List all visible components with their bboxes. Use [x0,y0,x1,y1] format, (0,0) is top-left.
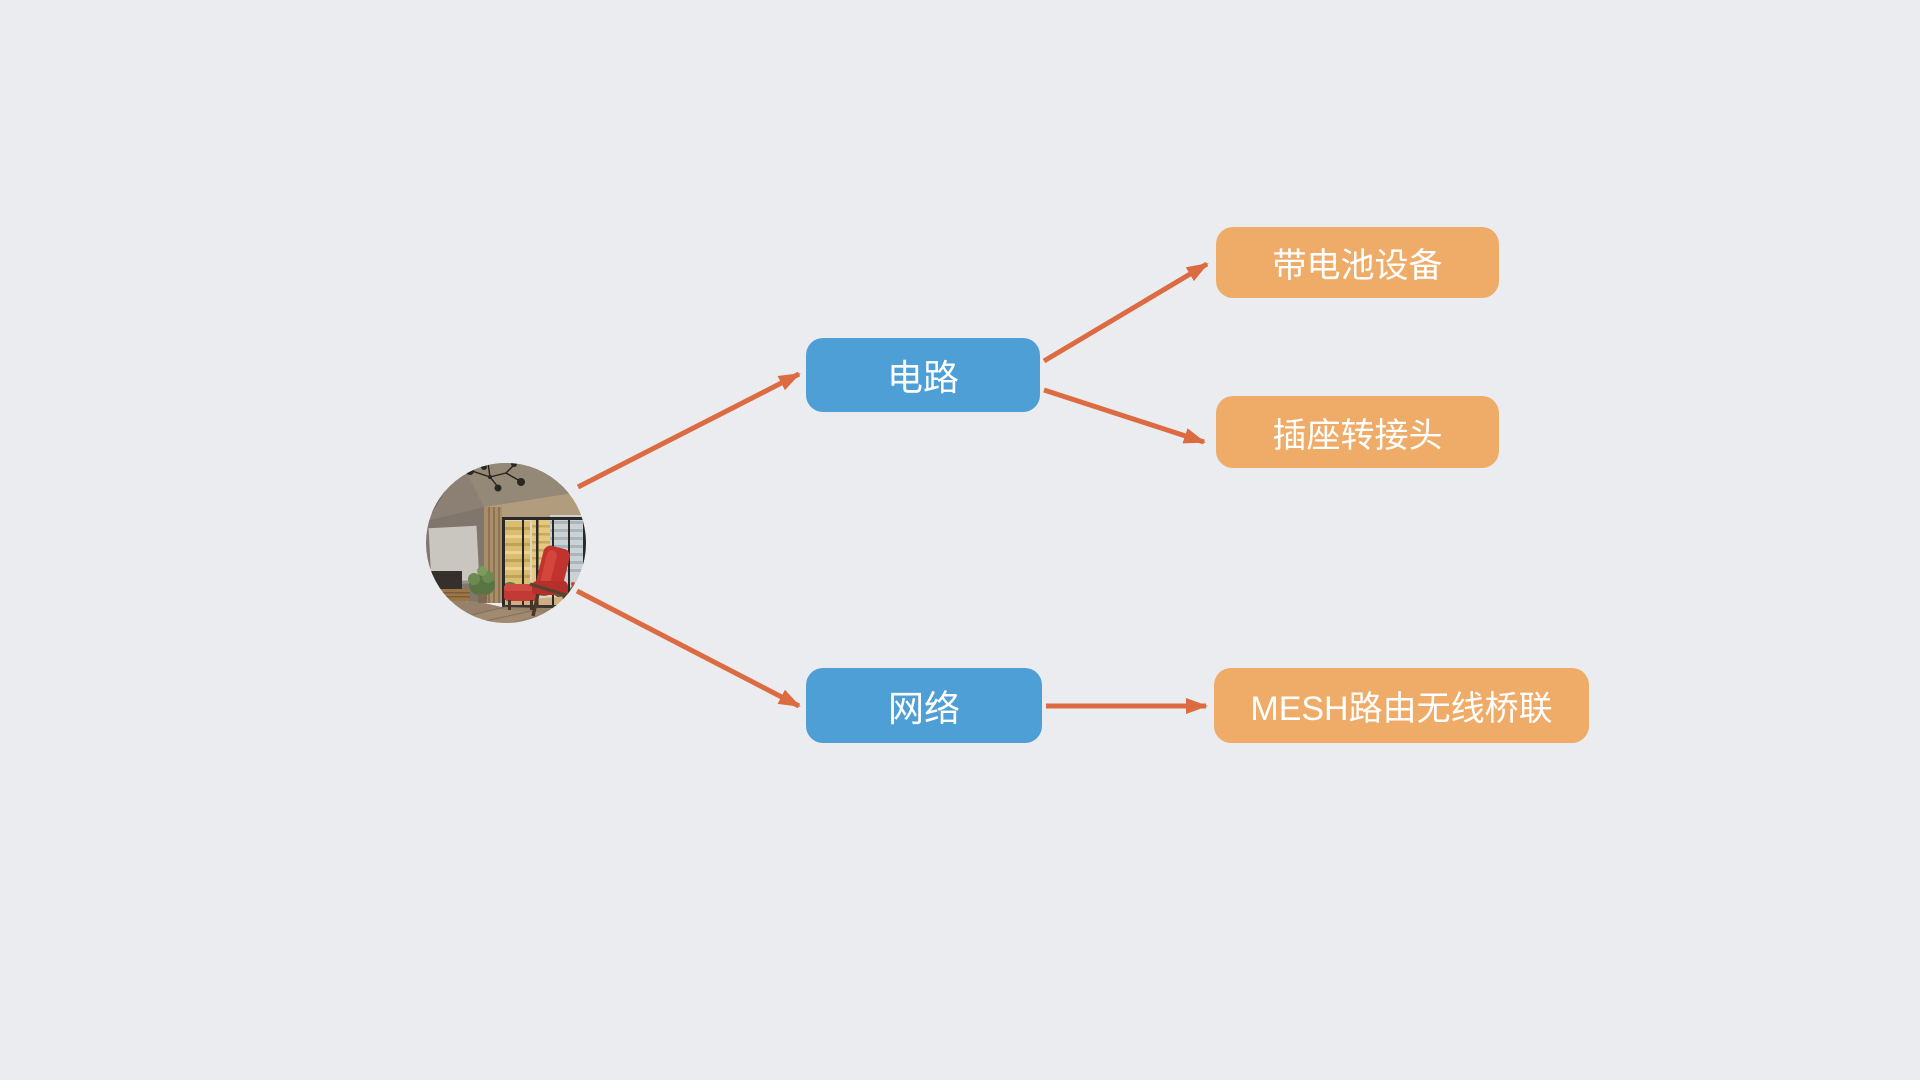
node-network-label: 网络 [887,687,960,729]
node-socket-adapter-label: 插座转接头 [1272,416,1443,455]
room-window-header [484,491,586,521]
node-battery-devices-label: 带电池设备 [1272,247,1443,285]
node-mesh-bridge-label: MESH路由无线桥联 [1250,690,1553,728]
room-plant [468,566,495,603]
connector-circuit-to-battery [1042,261,1209,364]
node-mesh-bridge[interactable]: MESH路由无线桥联 [1214,668,1589,743]
room-ottoman [504,584,538,610]
node-network[interactable]: 网络 [806,668,1042,743]
node-battery-devices[interactable]: 带电池设备 [1216,227,1499,298]
node-circuit-label: 电路 [886,357,959,398]
connector-circuit-to-adapter [1043,387,1206,445]
room-armchair [529,545,571,619]
node-socket-adapter[interactable]: 插座转接头 [1216,396,1499,468]
living-room-photo [426,463,586,623]
node-circuit[interactable]: 电路 [806,338,1040,412]
connector-root-to-circuit [576,371,801,490]
connector-root-to-network [575,588,801,709]
root-node[interactable] [426,463,586,623]
